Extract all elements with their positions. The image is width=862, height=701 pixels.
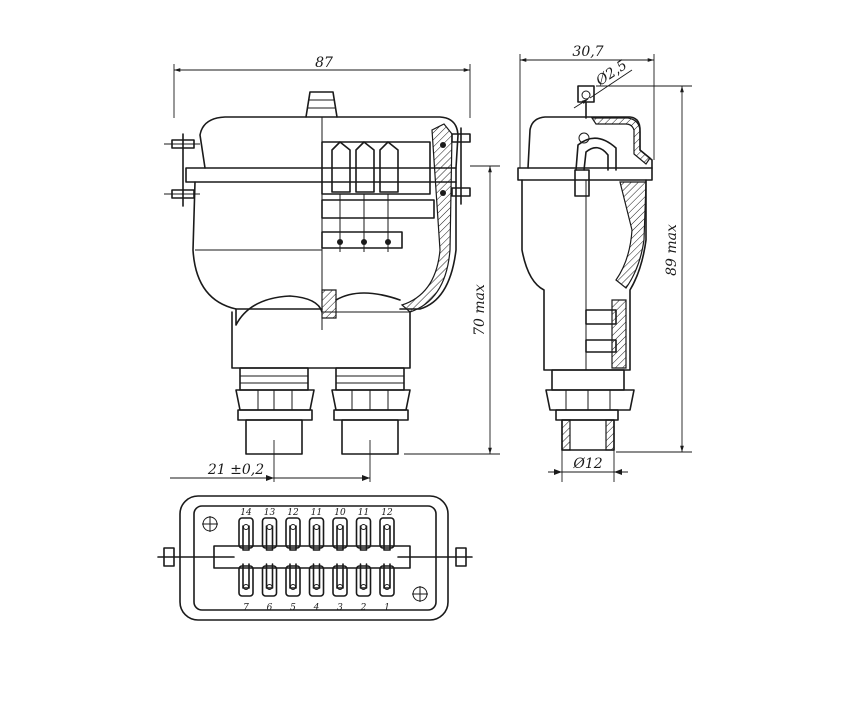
contact-pin: 11 (308, 508, 325, 551)
pin-number-label: 11 (311, 508, 322, 518)
pin-number-label: 7 (243, 603, 249, 613)
contact-pin: 13 (261, 508, 278, 551)
contact-pin: 11 (355, 508, 372, 551)
side-view (517, 85, 653, 451)
contact-pin: 14 (238, 508, 254, 551)
contact-pin: 2 (355, 563, 372, 613)
pin-number-label: 1 (384, 603, 390, 613)
front-view (164, 91, 471, 455)
contact-pin: 7 (238, 563, 254, 613)
pin-number-label: 10 (334, 508, 346, 518)
pin-number-label: 11 (358, 508, 369, 518)
pin-number-label: 13 (264, 508, 276, 518)
dimension-pitch: 21 ±0,2 (170, 440, 371, 482)
label-front-height: 70 max (472, 284, 488, 336)
pins-top-row: 14 13 12 11 10 11 12 (238, 508, 395, 551)
contact-pin: 12 (285, 508, 301, 551)
dimension-overall-width: 87 (173, 55, 471, 118)
pin-view: 14 13 12 11 10 11 12 7 6 5 4 3 2 1 (157, 495, 473, 621)
contact-pin: 5 (285, 563, 301, 613)
label-hole-diameter: Ø2,5 (592, 57, 630, 90)
pin-number-label: 12 (381, 508, 393, 518)
dimension-front-height: 70 max (404, 165, 500, 455)
label-sleeve-diameter: Ø12 (572, 456, 602, 472)
label-overall-width: 87 (315, 55, 333, 71)
pin-number-label: 2 (360, 603, 367, 613)
label-side-depth: 30,7 (572, 44, 603, 60)
pin-number-label: 12 (287, 508, 299, 518)
label-side-height: 89 max (664, 224, 680, 276)
dimension-side-height: 89 max (596, 85, 692, 453)
pin-number-label: 3 (337, 603, 343, 613)
dimension-sleeve-diameter: Ø12 (548, 450, 628, 482)
pin-number-label: 4 (313, 603, 320, 613)
dimension-hole-diameter: Ø2,5 (573, 57, 633, 109)
contact-pin: 3 (332, 563, 348, 613)
contact-pin: 6 (261, 563, 278, 613)
contact-pin: 10 (332, 508, 348, 551)
contact-pin: 1 (379, 563, 395, 613)
pin-number-label: 5 (290, 603, 296, 613)
dimension-side-depth: 30,7 (519, 44, 655, 168)
pin-number-label: 14 (240, 508, 252, 518)
pin-number-label: 6 (267, 603, 273, 613)
pins-bottom-row: 7 6 5 4 3 2 1 (238, 563, 395, 613)
contact-pin: 4 (308, 563, 325, 613)
contact-pin: 12 (379, 508, 395, 551)
label-pitch: 21 ±0,2 (207, 462, 264, 478)
